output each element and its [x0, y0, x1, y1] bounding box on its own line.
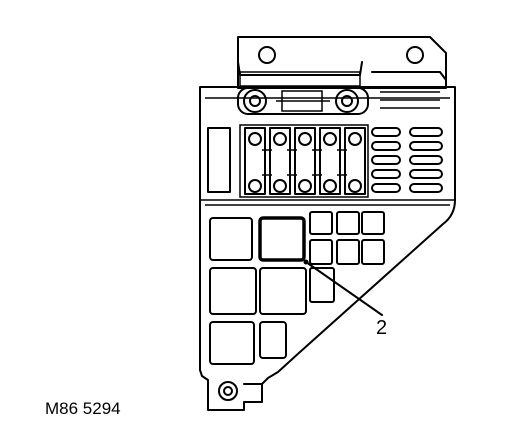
screw-right-icon	[335, 89, 359, 113]
fuse-box-housing	[199, 86, 456, 411]
fuse-4	[319, 127, 341, 195]
fuse-3	[294, 127, 316, 195]
top-mounting-bracket	[237, 36, 447, 89]
reference-code: M86 5294	[45, 399, 121, 418]
relay-6	[259, 321, 287, 359]
relay-1	[209, 217, 253, 261]
mini-fuse-slots	[371, 127, 443, 193]
relay-3	[209, 267, 257, 315]
callout-number: 2	[376, 317, 387, 339]
relay-grid	[209, 211, 385, 365]
fuse-5	[344, 127, 366, 195]
fuse-1	[244, 127, 266, 195]
top-strip	[237, 87, 440, 115]
fuse-2	[269, 127, 291, 195]
screw-left-icon	[243, 89, 267, 113]
fuse-row	[239, 124, 369, 198]
relay-highlighted	[258, 216, 306, 262]
relay-4	[259, 267, 307, 315]
bottom-mounting-tab	[218, 381, 263, 401]
callout-leader	[303, 259, 383, 316]
relay-slot-vertical	[207, 127, 231, 193]
relay-5	[209, 321, 255, 365]
